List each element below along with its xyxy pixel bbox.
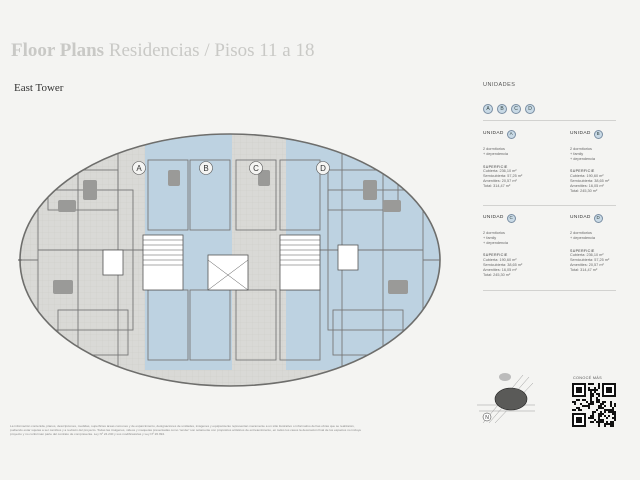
surface-label: SUPERFICIE bbox=[483, 253, 508, 258]
surface-label: SUPERFICIE bbox=[483, 164, 508, 169]
floor-plan: A B C D bbox=[18, 133, 441, 387]
surface-row: Cubierta: 190,60 m² bbox=[570, 174, 604, 179]
surface-row: Total: 245,30 m² bbox=[570, 188, 598, 193]
unit-badge: C bbox=[506, 214, 516, 223]
unit-label: UNIDAD bbox=[483, 131, 504, 137]
unit-label: UNIDAD bbox=[570, 131, 591, 137]
page-title: Floor Plans Residencias / Pisos 11 a 18 bbox=[11, 40, 315, 61]
unit-desc: + dependencia bbox=[483, 240, 509, 245]
unit-desc: + dependencia bbox=[483, 151, 509, 156]
surface-row: Cubierta: 236,10 m² bbox=[483, 169, 517, 174]
svg-text:D: D bbox=[320, 164, 326, 173]
unit-label: UNIDAD bbox=[483, 215, 504, 221]
surface-label: SUPERFICIE bbox=[570, 248, 595, 253]
unit-a-marker bbox=[132, 161, 146, 175]
svg-text:N: N bbox=[485, 415, 489, 421]
unit-desc: 2 dormitorios bbox=[570, 231, 592, 235]
tower-footprint-west bbox=[499, 373, 511, 381]
unit-d-marker bbox=[316, 161, 330, 175]
legend-badge-b[interactable]: B bbox=[497, 104, 507, 114]
north-arrow-icon bbox=[482, 412, 492, 422]
legend-badge-d[interactable]: D bbox=[525, 104, 535, 114]
unit-desc: + family bbox=[570, 151, 584, 156]
units-sidebar: UNIDADES A B C D bbox=[483, 82, 623, 114]
surface-row: Total: 314,47 m² bbox=[483, 183, 511, 188]
qr-code[interactable] bbox=[572, 383, 616, 427]
unit-badge: D bbox=[593, 214, 603, 223]
surface-row: Semicubierta: 57,25 m² bbox=[570, 258, 610, 263]
surface-row: Semicubierta: 38,65 m² bbox=[570, 178, 610, 183]
svg-text:B: B bbox=[203, 164, 208, 173]
surface-row: Amenities: 16,05 m² bbox=[570, 183, 604, 188]
surface-row: Cubierta: 236,10 m² bbox=[570, 253, 604, 258]
surface-row: Amenities: 20,57 m² bbox=[483, 178, 517, 183]
unit-desc: 2 dormitorios bbox=[483, 231, 505, 235]
unit-desc: 2 dormitorios bbox=[570, 147, 592, 151]
divider bbox=[483, 205, 616, 206]
surface-row: Amenities: 20,57 m² bbox=[570, 262, 604, 267]
tower-footprint-east bbox=[495, 388, 527, 410]
units-legend: A B C D bbox=[483, 104, 623, 114]
unit-badge: B bbox=[593, 130, 603, 139]
unit-b-marker bbox=[199, 161, 213, 175]
surface-label: SUPERFICIE bbox=[570, 169, 595, 174]
qr-caption: CONOCÉ MÁS bbox=[573, 376, 602, 380]
unit-desc: + dependencia bbox=[570, 235, 596, 240]
legend-badge-a[interactable]: A bbox=[483, 104, 493, 114]
unit-label: UNIDAD bbox=[570, 215, 591, 221]
surface-row: Cubierta: 190,60 m² bbox=[483, 258, 517, 263]
divider bbox=[483, 290, 616, 291]
divider bbox=[483, 120, 616, 121]
legend-badge-c[interactable]: C bbox=[511, 104, 521, 114]
svg-text:C: C bbox=[253, 164, 259, 173]
surface-row: Semicubierta: 57,25 m² bbox=[483, 174, 523, 179]
unit-badge: A bbox=[506, 130, 516, 139]
tower-label: East Tower bbox=[14, 82, 64, 94]
legal-disclaimer: La información contenida, planos, descri… bbox=[10, 424, 362, 436]
surface-row: Total: 245,30 m² bbox=[483, 272, 511, 277]
unit-desc: + family bbox=[483, 235, 497, 240]
surface-row: Total: 314,47 m² bbox=[570, 267, 598, 272]
surface-row: Semicubierta: 38,65 m² bbox=[483, 262, 523, 267]
unit-desc: 2 dormitorios bbox=[483, 147, 505, 151]
svg-text:A: A bbox=[136, 164, 142, 173]
surface-row: Amenities: 16,05 m² bbox=[483, 267, 517, 272]
unit-c-marker bbox=[249, 161, 263, 175]
site-compass: N bbox=[477, 373, 535, 424]
unidades-heading: UNIDADES bbox=[483, 82, 516, 88]
unit-desc: + dependencia bbox=[570, 156, 596, 161]
